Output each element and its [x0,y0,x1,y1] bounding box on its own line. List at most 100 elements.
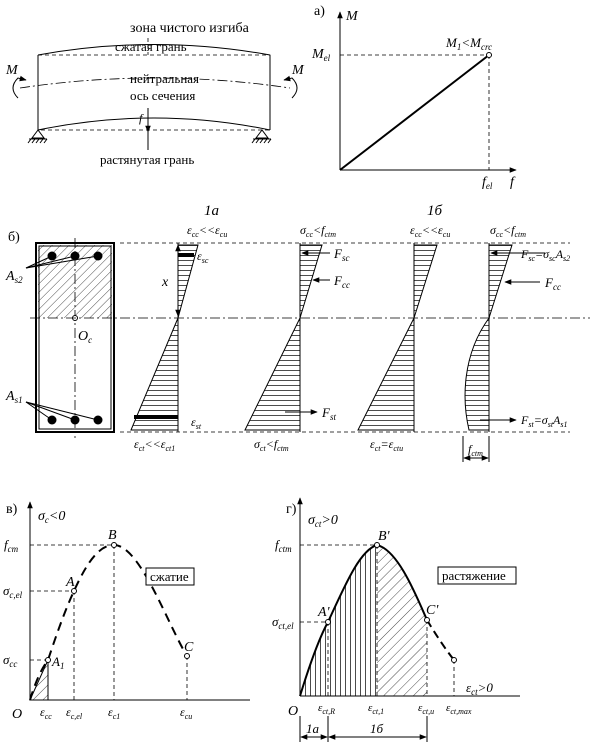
oc-label: Oc [78,329,92,345]
as2-leader-2 [25,255,76,269]
tension-face-label: растянутая грань [100,152,194,167]
right-moment-arrow [283,75,298,99]
panel-a-m-el: Mel [311,47,331,63]
x-label-ecc: εcc [40,705,52,721]
panel-a-end-point [486,52,492,58]
f-st-label-1a: Fst [321,405,336,422]
strain-1a-top-label: εcc<<εcu [187,223,227,239]
compression-tag: сжатие [150,569,189,584]
deflection-label: f [139,111,144,125]
strain-diagram-1b: εcc<<εcu εct=εctu [357,223,450,453]
eps-sc-label: εsc [197,249,209,265]
as2-label: As2 [5,269,23,285]
strain-diagram-1a: εsc εst εcc<<εcu εct<<εct1 [130,223,227,453]
point-a [71,588,77,594]
point-a-prime [325,619,331,625]
panel-v-label: в) [6,502,18,517]
as1-leader-3 [25,401,99,421]
right-moment-label: M [291,63,305,78]
neutral-axis-line [19,77,291,89]
beam-bottom-face [37,117,271,131]
x-label-ect1: εct,1 [368,702,384,716]
f-sc-label-1a: Fsc [333,246,349,263]
panel-a-f-el: fel [482,175,493,191]
panel-a-m-f-line [339,54,490,171]
stress-diagram-1b: Fcc Fsc=σscAs2 Fst=σstAs1 σcc<fctm fctm [462,223,570,462]
x-label-ecu: εcu [180,705,192,721]
as2-leader-3 [25,255,99,269]
eps-sc-bar [178,253,194,257]
f-sc-formula: Fsc=σscAs2 [520,247,570,263]
stress-1b-top-label: σcc<fctm [490,223,526,239]
compressed-face-label: сжатая грань [115,39,187,54]
point-b [111,542,117,548]
sig-cel-label: σc,el [3,583,23,600]
left-support [27,129,48,144]
point-c [184,653,190,659]
point-max [451,657,457,663]
x-label-ectu: εct,u [418,702,434,716]
panel-g-tension-chart: г) σct>0 O A' B' C' fctm σct,el растяжен… [272,497,520,742]
strain-1b-top-label: εcc<<εcu [410,223,450,239]
f-cc-label-1b: Fcc [544,275,561,292]
panel-g-x-title: εct>0 [466,680,493,697]
tension-tag: растяжение [442,568,506,583]
stress-1a-top-label: σcc<fctm [300,223,336,239]
panel-g-origin: O [288,704,298,719]
stage-1a-label: 1а [204,203,219,219]
f-st-formula: Fst=σstAs1 [520,413,568,429]
depth-x-label: x [161,275,169,290]
point-c-label: C [184,640,194,655]
tension-curve-solid [299,543,428,697]
panel-a-label: а) [314,4,325,19]
strain-1a-bottom-label: εct<<εct1 [134,437,175,453]
point-a-label: A [65,575,75,590]
panel-g-label: г) [286,502,297,517]
panel-a-condition: M1<Mcrc [445,35,492,52]
eps-st-bar [134,415,178,419]
panel-a-y-label: M [345,9,359,24]
stage-1b-label: 1б [427,203,443,219]
beam-title: зона чистого изгиба [130,21,250,36]
x-label-ectr: εct,R [318,702,335,716]
panel-v-title: σc<0 [38,509,65,525]
point-b-prime [374,542,380,548]
fcm-label: fcm [4,537,19,554]
point-b-prime-label: B' [378,529,391,544]
fctm-g-label: fctm [275,537,292,554]
sig-ctel-label: σct,el [272,614,294,631]
stage-1b-dim-label: 1б [370,721,384,736]
compression-tag-box [145,567,195,586]
point-c-prime-label: C' [426,603,439,618]
as1-label: As1 [5,389,23,405]
tension-tag-box [437,566,517,585]
panel-a-x-label: f [510,175,516,190]
tension-curve-tail [426,619,455,661]
top-rebar-2 [70,251,80,261]
right-support [251,129,272,144]
sig-cc-label: σcc [3,652,17,669]
panel-g-title: σct>0 [308,513,338,529]
x-label-ec1: εc1 [108,705,120,721]
neutral-axis-label-1: нейтральная [130,71,199,86]
beam-top-face [37,44,271,56]
left-moment-arrow [12,75,27,99]
panel-b-label: б) [8,230,20,245]
stress-diagram-1a: Fsc Fcc Fst σcc<fctm σct<fctm [244,223,350,453]
fctm-label: fctm [468,442,483,458]
eps-st-label: εst [191,415,202,431]
point-a1-label: A1 [51,654,64,671]
point-a1 [45,657,51,663]
panel-b-stress-diagrams: б) 1а 1б As2 As1 Oc x εsc ε [5,203,590,462]
panel-a-m-f-chart: а) M f Mel fel M1<Mcrc [311,4,517,191]
panel-v-origin: O [12,707,22,722]
point-b-label: B [108,528,117,543]
as1-leader-1 [25,401,53,421]
point-a-prime-label: A' [317,605,331,620]
stage-1a-area [300,545,377,696]
neutral-axis-label-2: ось сечения [130,88,195,103]
f-cc-label-1a: Fcc [333,273,350,290]
x-label-ectmax: εct,max [446,702,472,716]
